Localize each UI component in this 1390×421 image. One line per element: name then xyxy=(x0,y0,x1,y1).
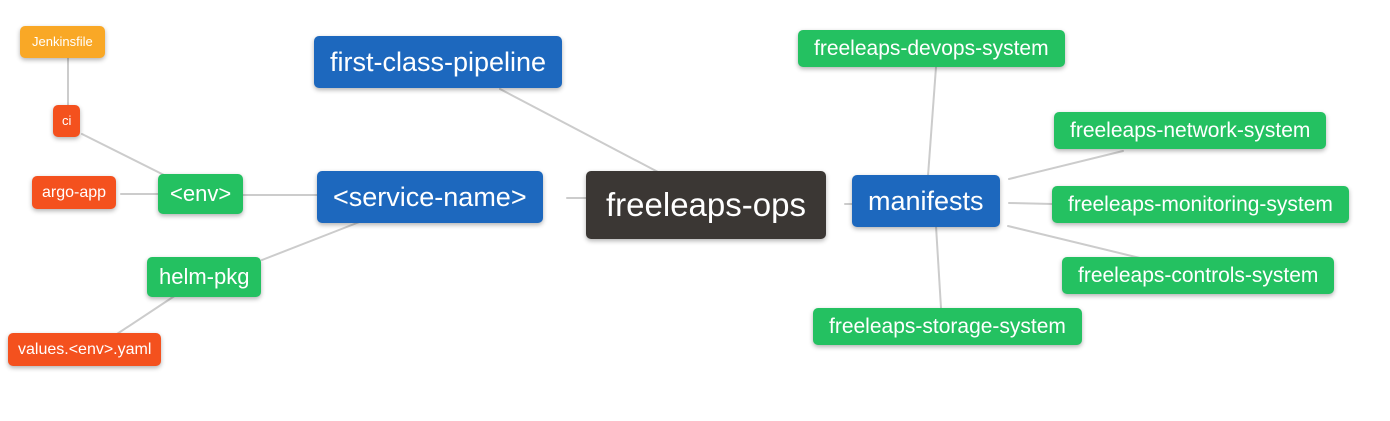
node-jenkinsfile[interactable]: Jenkinsfile xyxy=(20,26,105,58)
node-ci[interactable]: ci xyxy=(53,105,81,137)
node-first-class-pipeline[interactable]: first-class-pipeline xyxy=(314,36,563,89)
edge-manifests-storage xyxy=(935,225,942,309)
node-freeleaps-devops-system[interactable]: freeleaps-devops-system xyxy=(798,30,1065,68)
edge-first-class-pipeline-root xyxy=(499,88,659,173)
edge-service-name-helm-pkg xyxy=(261,220,363,261)
edge-manifests-network xyxy=(1008,150,1124,180)
edge-manifests-controls xyxy=(1007,225,1141,259)
edge-manifests-monitoring xyxy=(1008,202,1054,205)
node-helm-pkg[interactable]: helm-pkg xyxy=(147,257,262,298)
node-root-freeleaps-ops[interactable]: freeleaps-ops xyxy=(586,171,826,239)
node-service-name[interactable]: <service-name> xyxy=(317,171,543,224)
node-argo-app[interactable]: argo-app xyxy=(32,176,117,210)
node-freeleaps-network-system[interactable]: freeleaps-network-system xyxy=(1054,112,1327,150)
node-manifests[interactable]: manifests xyxy=(852,175,1000,228)
node-env[interactable]: <env> xyxy=(158,174,244,215)
node-values-env-yaml[interactable]: values.<env>.yaml xyxy=(8,333,162,367)
edge-manifests-devops xyxy=(927,66,937,177)
node-freeleaps-controls-system[interactable]: freeleaps-controls-system xyxy=(1062,257,1335,295)
edge-helm-pkg-values-yaml xyxy=(116,294,177,335)
edge-ci-env xyxy=(81,133,169,178)
node-freeleaps-storage-system[interactable]: freeleaps-storage-system xyxy=(813,308,1082,346)
node-freeleaps-monitoring-system[interactable]: freeleaps-monitoring-system xyxy=(1052,186,1349,224)
